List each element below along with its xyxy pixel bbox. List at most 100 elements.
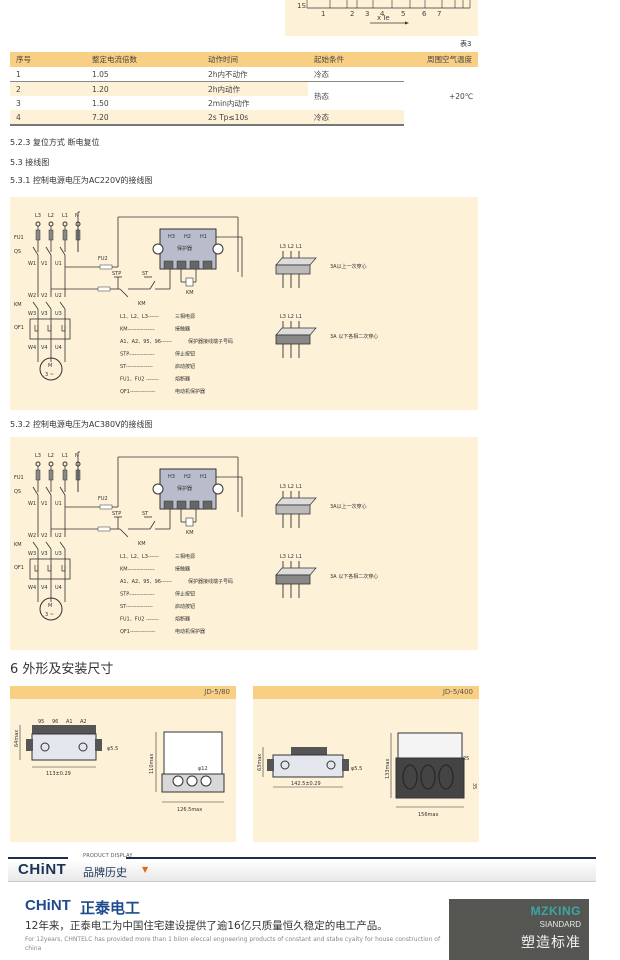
diagram-label: FU1 [14, 235, 24, 241]
fuse-icon [99, 504, 113, 510]
wire [119, 288, 129, 298]
mount-ear [267, 759, 274, 771]
legend-key: A1、A2、95、96------ [120, 579, 172, 585]
cell: 1.20 [86, 81, 202, 96]
cell: 1.50 [92, 98, 109, 108]
legend-key: KM--------------- [120, 327, 155, 333]
ct-top [275, 257, 317, 266]
terminal-label: W2 [28, 293, 36, 299]
side-view-top [397, 732, 463, 759]
fuse-icon [99, 264, 113, 270]
relay-terminal: H2 [184, 234, 191, 240]
phase-label: N [75, 453, 79, 459]
screw-terminal [189, 500, 200, 510]
phase-label: L1 [62, 453, 68, 459]
phase-label: L3 [35, 213, 41, 219]
terminal-label: U2 [55, 533, 62, 539]
relay-front [31, 733, 97, 761]
terminal-label: V1 [41, 261, 48, 267]
cell: 1.05 [86, 67, 202, 82]
ct-label: 3A以上一次穿心 [330, 263, 367, 270]
ct-phase-label: L2 [288, 484, 294, 490]
x-tick-label: 7 [437, 10, 441, 18]
legend-value: 保护器接线端子号码 [188, 578, 233, 585]
fuse-icon [35, 229, 41, 241]
x-tick-label: 6 [422, 10, 427, 18]
arrow-head-icon [405, 21, 409, 25]
dim-height: 64max [14, 730, 20, 747]
mzking-cn: 塑造标准 [521, 935, 581, 951]
wire [32, 246, 39, 256]
col-header: 整定电流倍数 [86, 52, 202, 67]
wire [45, 541, 52, 550]
terminal-label: V2 [41, 293, 48, 299]
legend-value: 停止按钮 [175, 351, 195, 358]
terminal-hole [420, 764, 436, 790]
motor-icon [39, 597, 63, 621]
terminal-label: U3 [55, 311, 62, 317]
thermal-element [47, 325, 52, 332]
mount-ear [152, 483, 164, 495]
terminal-block [32, 725, 96, 735]
table-row: 1 1.05 2h内不动作 冷态 +20℃ [10, 67, 478, 101]
diagram-label: FU2 [98, 496, 108, 502]
diagram-label: ST [142, 271, 149, 277]
terminal-icon [35, 461, 41, 467]
legend-value: 熔断器 [175, 376, 190, 383]
ct-phase-label: L1 [296, 244, 302, 250]
ct-phase-label: L2 [288, 314, 294, 320]
legend-key: L1、L2、L3------ [120, 314, 159, 320]
relay-terminal: H1 [200, 234, 207, 240]
relay-terminal: H1 [200, 474, 207, 480]
legend-value: 三相电源 [175, 553, 195, 560]
ct-label: 3A 以下各相二次穿心 [330, 573, 378, 580]
dim-side-hole: φ12 [198, 766, 208, 772]
spec-table: 序号 整定电流倍数 动作时间 起始条件 周围空气温度 1 1.05 2h内不动作… [10, 52, 478, 126]
phase-label: L3 [35, 453, 41, 459]
terminal-label: V4 [41, 585, 48, 591]
cell: 冷态 [308, 67, 404, 82]
fuse-icon [62, 229, 68, 241]
slogan-cn: 12年来，正泰电工为中国住宅建设提供了逾16亿只质量恒久稳定的电工产品。 [25, 920, 388, 932]
ct-phase-label: L3 [280, 244, 286, 250]
knob-icon [78, 742, 88, 752]
cell: 2s Tp≤10s [202, 110, 308, 126]
legend-value: 接触器 [175, 326, 190, 333]
legend-key: A1、A2、95、96------ [120, 339, 172, 345]
legend-value: 电动机保护器 [175, 628, 205, 635]
legend-value: 三相电源 [175, 313, 195, 320]
table-row: 3 1.50 2min内动作 [10, 96, 478, 110]
section-dimensions-title: 6 外形及安装尺寸 [10, 662, 114, 677]
phase-label: N [75, 213, 79, 219]
legend-value: 启动按钮 [175, 363, 195, 370]
wire [45, 301, 52, 310]
chint-logo[interactable]: CHiNT [18, 861, 67, 878]
diagram-label: STP [112, 511, 121, 517]
ct-phase-label: L3 [280, 314, 286, 320]
coil-icon [185, 517, 194, 527]
ct-top [275, 497, 317, 506]
cell: 4 [10, 110, 86, 126]
cell: 3 [16, 98, 21, 108]
dim-small-height: 35 [471, 783, 477, 789]
terminal-icon [62, 461, 68, 467]
dim-side-height: 110max [149, 754, 155, 774]
terminal-label: V4 [41, 345, 48, 351]
coil-icon [185, 277, 194, 287]
screw-terminal [202, 260, 213, 270]
fuse-icon [62, 469, 68, 481]
ct-phase-label: L2 [288, 554, 294, 560]
x-axis-label: x Ie [377, 14, 390, 22]
dimension-panel-jd5-400: JD-5/400 63max 142.5±0.29 φ5.5 133max 25… [253, 686, 479, 842]
side-view-top [163, 731, 223, 775]
chint-cn-name: 正泰电工 [80, 899, 141, 917]
dropdown-arrow-icon[interactable]: ▼ [142, 865, 149, 874]
terminal-label: U1 [55, 501, 62, 507]
legend-value: 启动按钮 [175, 603, 195, 610]
ct-phase-label: L1 [296, 484, 302, 490]
terminal-label: U3 [55, 551, 62, 557]
legend-key: ST--------------- [120, 364, 153, 370]
terminal-icon [62, 221, 68, 227]
terminal-icon [35, 221, 41, 227]
